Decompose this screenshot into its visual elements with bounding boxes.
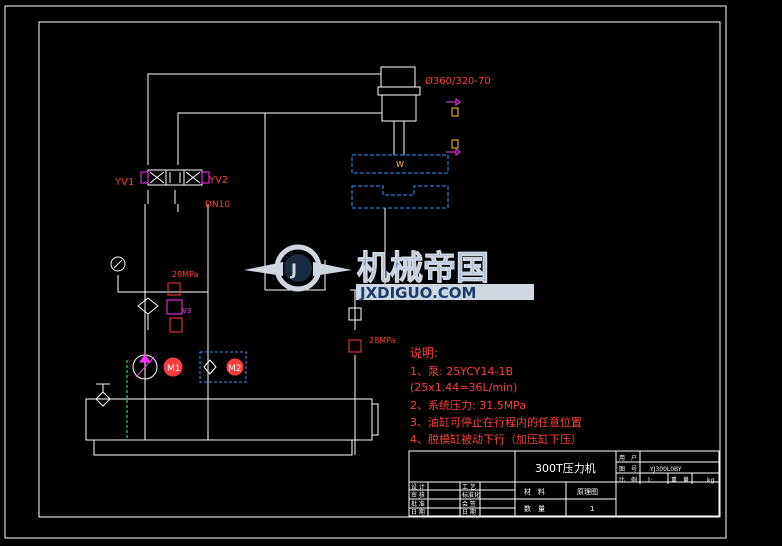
limit-switches bbox=[446, 98, 461, 156]
check-valve-right bbox=[348, 307, 362, 353]
watermark-cn: 机械帝国 bbox=[357, 248, 489, 287]
tb-left-label-4: 日 期 bbox=[411, 508, 425, 516]
watermark-logo: J bbox=[244, 244, 352, 292]
pressure-gauge bbox=[110, 256, 126, 272]
title-block bbox=[408, 450, 720, 517]
tb-weight-value: kg bbox=[707, 477, 714, 484]
valve-left-label: YV1 bbox=[114, 177, 134, 188]
motor-m2-label: M2 bbox=[228, 364, 242, 374]
inner-frame bbox=[38, 21, 721, 518]
tb-material-value: 原理图 bbox=[577, 488, 598, 496]
tb-left-label-3: 批 准 bbox=[411, 500, 425, 508]
notes-item-4: 3、油缸可停止在行程内的任意位置 bbox=[410, 415, 582, 429]
tb-mid-label-4: 日 期 bbox=[462, 508, 476, 516]
mold-blocks bbox=[351, 154, 449, 209]
cylinder-label: Ø360/320-70 bbox=[425, 75, 491, 87]
watermark-en: JXDIGUO.COM bbox=[359, 284, 476, 302]
tb-drawing-name: 300T压力机 bbox=[535, 461, 596, 475]
pressure2-label: 28MPa bbox=[369, 336, 396, 345]
valve-right-label: YV2 bbox=[208, 175, 228, 186]
notes-title: 说明: bbox=[410, 345, 438, 360]
block-label: W bbox=[396, 160, 404, 169]
pump-m1 bbox=[132, 354, 183, 380]
tb-drawing-no: YJ300L0BY bbox=[649, 466, 682, 473]
tb-mid-label-2: 标准化 bbox=[462, 491, 480, 499]
valve-tag: V3 bbox=[182, 307, 191, 315]
tb-mid-label-3: 会 签 bbox=[462, 500, 476, 508]
oil-tank bbox=[85, 360, 379, 456]
notes-item-3: 2、系统压力: 31.5MPa bbox=[410, 399, 526, 412]
tb-left-label-1: 设 计 bbox=[411, 483, 425, 491]
main-cylinder bbox=[377, 66, 421, 155]
pump-m2 bbox=[199, 351, 247, 383]
tb-mid-label-1: 工 艺 bbox=[462, 483, 476, 491]
tb-quantity-label: 数 量 bbox=[524, 504, 545, 513]
watermark-en-bg bbox=[356, 284, 534, 300]
tb-right-label-3: 比 例 bbox=[619, 476, 637, 484]
tb-material-label: 材 料 bbox=[524, 487, 545, 496]
relief-valve-stack bbox=[137, 282, 183, 333]
notes-item-1: 1、泵: 25YCY14-1B bbox=[410, 365, 513, 378]
tb-scale: 1: bbox=[647, 477, 653, 484]
directional-valve bbox=[140, 169, 210, 186]
pressure1-label: 28MPa bbox=[172, 270, 199, 279]
line-label: DN10 bbox=[205, 200, 230, 210]
tb-right-label-1: 用 户 bbox=[619, 454, 637, 462]
notes-item-2: (25x1.44=36L/min) bbox=[410, 381, 517, 394]
tb-weight-label: 重 量 bbox=[671, 476, 689, 484]
tb-right-label-2: 图 号 bbox=[619, 466, 637, 473]
motor-m1-label: M1 bbox=[167, 364, 181, 374]
outer-frame bbox=[4, 5, 727, 539]
notes-item-5: 4、脱模缸被动下行（加压缸下压） bbox=[410, 432, 582, 446]
tb-quantity-value: 1 bbox=[590, 505, 594, 513]
svg-text:J: J bbox=[290, 260, 297, 279]
tb-left-label-2: 审 核 bbox=[411, 491, 425, 499]
hydraulic-lines bbox=[117, 73, 386, 455]
